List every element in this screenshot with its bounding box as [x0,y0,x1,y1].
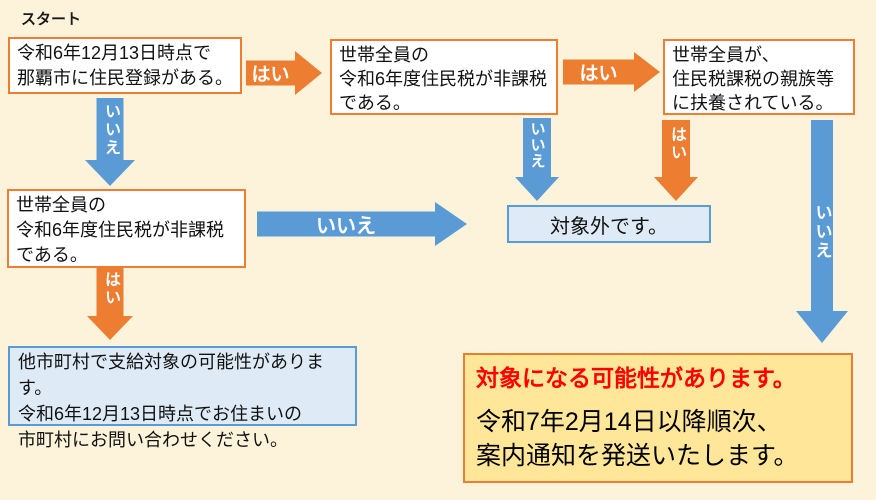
arrow-no-q2-to-not-eligible: いいえ [515,118,559,201]
arrow-no-q4-to-not-eligible: いいえ [257,202,467,246]
arrow-stem [96,98,124,160]
arrow-stem [811,120,833,311]
arrow-head-right-icon [295,51,322,95]
arrow-head-right-icon [634,52,660,92]
arrow-label-no: いいえ [102,103,119,157]
arrow-stem [563,59,634,85]
node-naha-registration: 令和6年12月13日時点で 那覇市に住民登録がある。 [8,37,242,94]
arrow-label-no: いいえ [316,215,376,238]
arrow-no-q1-to-q4: いいえ [85,98,135,186]
node-household-tax-exempt-top: 世帯全員の 令和6年度住民税が非課税 である。 [330,39,558,115]
arrow-head-down-icon [515,177,559,201]
arrow-head-right-icon [435,202,467,246]
arrow-label-yes: はい [102,271,119,307]
node-dependent-of-taxed-relatives: 世帯全員が、 住民税課税の親族等 に扶養されている。 [663,39,855,115]
arrow-stem [257,211,435,237]
arrow-head-down-icon [87,316,133,340]
arrow-yes-q2-to-q3: はい [563,52,660,92]
node-not-eligible: 対象外です。 [507,205,711,243]
arrow-label-yes: はい [579,63,618,85]
arrow-no-q3-to-eligible: いいえ [796,120,848,343]
node-household-tax-exempt-left: 世帯全員の 令和6年度住民税が非課税 である。 [7,189,246,268]
node-eligible-result: 対象になる可能性があります。 令和7年2月14日以降順次、 案内通知を発送いたし… [463,353,853,483]
arrow-head-down-icon [85,160,135,186]
arrow-label-yes: はい [251,64,290,86]
arrow-label-no: いいえ [528,121,546,169]
eligible-body: 令和7年2月14日以降順次、 案内通知を発送いたします。 [476,408,799,470]
arrow-yes-q3-to-not-eligible: はい [654,120,698,201]
start-label: スタート [21,11,82,28]
arrow-stem [523,118,551,177]
node-other-municipality-notice: 他市町村で支給対象の可能性があります。 令和6年12月13日時点でお住まいの 市… [8,346,357,450]
arrow-head-down-icon [654,177,698,201]
arrow-yes-q1-to-q2: はい [246,51,322,95]
arrow-stem [662,120,690,177]
arrow-label-yes: はい [668,126,685,162]
arrow-label-no: いいえ [812,203,832,260]
arrow-head-down-icon [796,311,848,343]
arrow-yes-q4-to-other-municipality: はい [87,268,133,340]
arrow-stem [246,60,295,86]
arrow-stem [96,268,124,316]
eligible-headline: 対象になる可能性があります。 [476,365,796,391]
